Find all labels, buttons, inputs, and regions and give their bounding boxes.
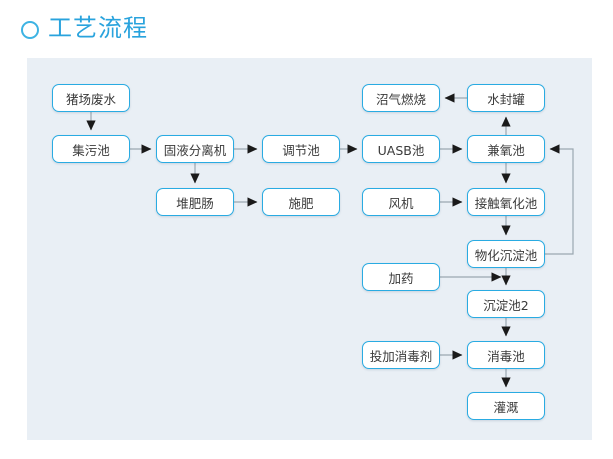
node-compost[interactable]: 堆肥肠 (156, 188, 234, 216)
node-solid-liquid-separator[interactable]: 固液分离机 (156, 135, 234, 163)
edge-physchemsed-to-facultative-loop (545, 144, 574, 255)
node-contact-oxidation-tank[interactable]: 接触氧化池 (467, 188, 545, 216)
connector-layer (86, 93, 574, 388)
node-chemical-dosing[interactable]: 加药 (362, 263, 440, 291)
node-water-seal-tank[interactable]: 水封罐 (467, 84, 545, 112)
diagram-canvas: 猪场废水 集污池 固液分离机 调节池 堆肥肠 施肥 沼气燃烧 水封罐 UASB池… (27, 58, 592, 440)
node-uasb-tank[interactable]: UASB池 (362, 135, 440, 163)
node-physicochemical-sedimentation-tank[interactable]: 物化沉淀池 (467, 240, 545, 268)
ring-icon (21, 21, 39, 39)
node-wastewater[interactable]: 猪场废水 (52, 84, 130, 112)
node-sedimentation-tank-2[interactable]: 沉淀池2 (467, 290, 545, 318)
page-header: 工艺流程 (0, 0, 613, 58)
node-facultative-tank[interactable]: 兼氧池 (467, 135, 545, 163)
node-regulation-tank[interactable]: 调节池 (262, 135, 340, 163)
node-add-disinfectant[interactable]: 投加消毒剂 (362, 341, 440, 369)
node-disinfection-tank[interactable]: 消毒池 (467, 341, 545, 369)
page-title: 工艺流程 (48, 14, 148, 42)
node-fertilization[interactable]: 施肥 (262, 188, 340, 216)
node-blower[interactable]: 风机 (362, 188, 440, 216)
node-collection-tank[interactable]: 集污池 (52, 135, 130, 163)
node-irrigation[interactable]: 灌溉 (467, 392, 545, 420)
node-biogas-burning[interactable]: 沼气燃烧 (362, 84, 440, 112)
process-flow-diagram-panel: 猪场废水 集污池 固液分离机 调节池 堆肥肠 施肥 沼气燃烧 水封罐 UASB池… (27, 58, 592, 440)
